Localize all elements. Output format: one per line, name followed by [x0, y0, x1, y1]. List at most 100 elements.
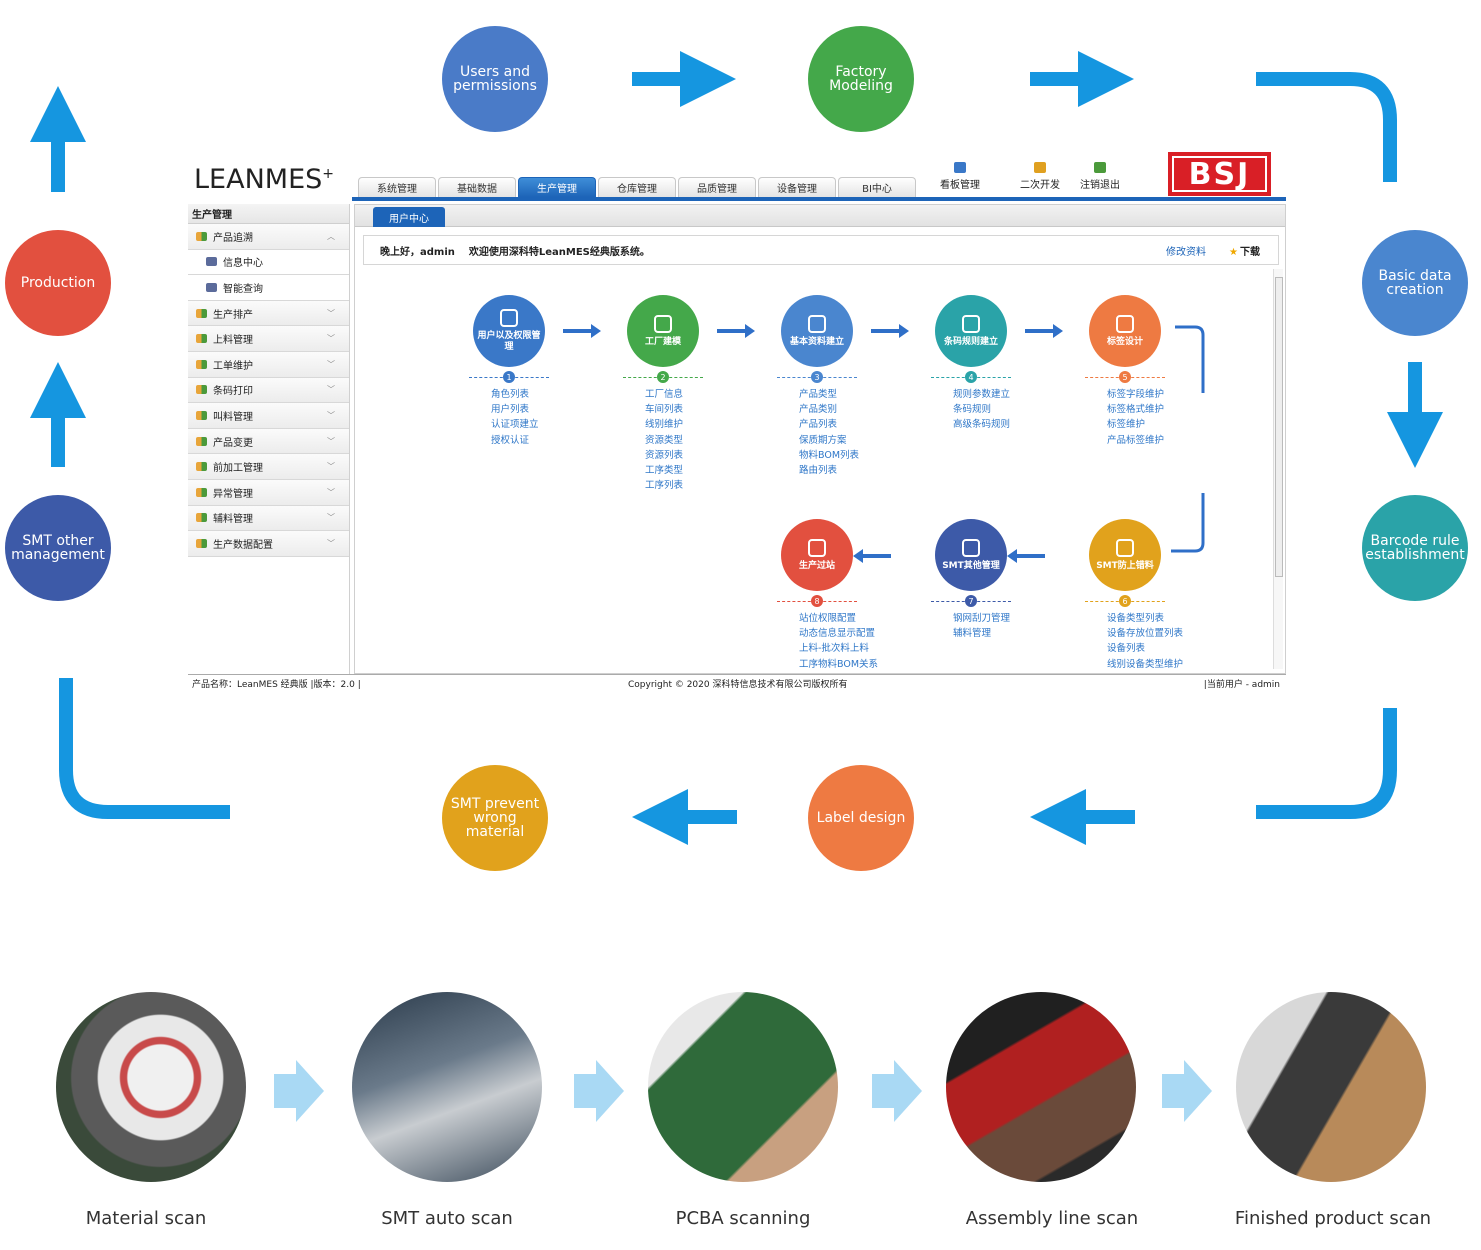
scrollbar-thumb[interactable]	[1275, 277, 1283, 577]
star-icon: ★	[1229, 246, 1238, 258]
node-link[interactable]: 资源列表	[645, 449, 684, 461]
node-link[interactable]: 上料-批次料上料	[799, 643, 869, 655]
sidebar-item-10[interactable]: 异常管理﹀	[188, 479, 349, 506]
scan-label-smt: SMT auto scan	[381, 1208, 513, 1229]
tab-4[interactable]: 品质管理	[678, 177, 756, 197]
chevron-icon: ﹀	[327, 308, 335, 318]
process-node-8[interactable]: 生产过站	[781, 519, 853, 591]
tool-develop[interactable]: 二次开发	[1020, 162, 1060, 191]
node-link[interactable]: 车间列表	[645, 404, 684, 416]
process-node-3[interactable]: 基本资料建立	[781, 295, 853, 367]
scan-photo-material	[56, 992, 246, 1182]
node-title: 工厂建模	[644, 336, 681, 347]
process-node-7[interactable]: SMT其他管理	[935, 519, 1007, 591]
sidebar-item-1[interactable]: 信息中心	[188, 249, 349, 276]
sidebar-item-label: 智能查询	[223, 283, 263, 295]
content-scrollbar[interactable]	[1273, 269, 1283, 669]
modules-icon	[196, 462, 207, 472]
node-link[interactable]: 用户列表	[491, 404, 530, 416]
node-icon	[500, 309, 518, 327]
node-link[interactable]: 线别设备类型维护	[1107, 658, 1184, 670]
process-node-2[interactable]: 工厂建模	[627, 295, 699, 367]
node-link-list: 标签字段维护标签格式维护标签维护产品标签维护	[1107, 387, 1164, 448]
node-link[interactable]: 路由列表	[799, 465, 838, 477]
edit-profile-link[interactable]: 修改资料	[1166, 246, 1206, 258]
node-link[interactable]: 条码规则	[953, 404, 992, 416]
welcome-text: 欢迎使用深科特LeanMES经典版系统。	[468, 246, 650, 258]
status-bar: 产品名称：LeanMES 经典版 |版本：2.0 | Copyright © 2…	[188, 674, 1286, 692]
node-number-badge: 6	[1119, 595, 1131, 607]
node-link[interactable]: 产品列表	[799, 419, 838, 431]
sidebar-item-3[interactable]: 生产排产﹀	[188, 300, 349, 327]
node-link[interactable]: 物料BOM列表	[799, 449, 860, 461]
content-arrows	[563, 324, 1205, 563]
node-number-badge: 4	[965, 371, 977, 383]
sidebar-item-5[interactable]: 工单维护﹀	[188, 351, 349, 378]
process-node-1[interactable]: 用户以及权限管理	[473, 295, 545, 367]
node-link[interactable]: 工序物料BOM关系	[799, 658, 879, 670]
chevron-icon: ﹀	[327, 359, 335, 369]
node-number-badge: 3	[811, 371, 823, 383]
node-link[interactable]: 动态信息显示配置	[799, 628, 876, 640]
sidebar-item-11[interactable]: 辅料管理﹀	[188, 505, 349, 532]
node-link[interactable]: 规则参数建立	[953, 389, 1011, 400]
flow-label: Users and permissions	[453, 64, 537, 94]
tab-2[interactable]: 生产管理	[518, 177, 596, 197]
node-link[interactable]: 站位权限配置	[799, 613, 857, 624]
node-link[interactable]: 标签字段维护	[1107, 389, 1165, 400]
scan-photo-assembly	[946, 992, 1136, 1182]
node-link[interactable]: 工序列表	[645, 480, 684, 492]
sidebar-item-4[interactable]: 上料管理﹀	[188, 326, 349, 352]
tab-user-center[interactable]: 用户中心	[373, 207, 445, 227]
process-node-5[interactable]: 标签设计	[1089, 295, 1161, 367]
tool-label: 二次开发	[1020, 180, 1060, 191]
welcome-bar: 晚上好，admin 欢迎使用深科特LeanMES经典版系统。 修改资料 ★下载	[363, 235, 1279, 265]
node-link[interactable]: 认证项建立	[491, 419, 539, 431]
sidebar-item-8[interactable]: 产品变更﹀	[188, 428, 349, 455]
node-link[interactable]: 产品类别	[799, 404, 838, 416]
sidebar-item-7[interactable]: 叫料管理﹀	[188, 403, 349, 429]
sidebar-item-6[interactable]: 条码打印﹀	[188, 377, 349, 404]
node-link[interactable]: 产品类型	[799, 389, 838, 400]
node-link[interactable]: 产品标签维护	[1107, 434, 1165, 446]
flow-label: Production	[20, 275, 96, 291]
node-link[interactable]: 辅料管理	[953, 628, 992, 640]
nav-underline	[352, 197, 1286, 201]
tab-6[interactable]: BI中心	[838, 177, 916, 197]
node-link[interactable]: 资源类型	[645, 434, 684, 446]
sidebar-item-label: 前加工管理	[213, 463, 263, 475]
node-link[interactable]: 工厂信息	[645, 389, 684, 400]
tab-0[interactable]: 系统管理	[358, 177, 436, 197]
node-link[interactable]: 设备列表	[1107, 643, 1146, 655]
sidebar-item-12[interactable]: 生产数据配置﹀	[188, 531, 349, 557]
scan-label-pcba: PCBA scanning	[675, 1208, 811, 1229]
sidebar-item-0[interactable]: 产品追溯︿	[188, 224, 349, 250]
node-icon	[808, 538, 826, 557]
modules-icon	[196, 487, 207, 497]
node-link[interactable]: 设备存放位置列表	[1107, 628, 1184, 640]
sidebar-item-2[interactable]: 智能查询	[188, 275, 349, 301]
node-link[interactable]: 标签维护	[1107, 419, 1146, 431]
node-link[interactable]: 角色列表	[491, 389, 530, 400]
tool-logout[interactable]: 注销退出	[1080, 162, 1120, 191]
tool-kanban[interactable]: 看板管理	[940, 162, 980, 191]
process-node-6[interactable]: SMT防上错料	[1089, 519, 1161, 591]
node-link[interactable]: 钢网刮刀管理	[953, 613, 1011, 624]
tab-1[interactable]: 基础数据	[438, 177, 516, 197]
tab-3[interactable]: 仓库管理	[598, 177, 676, 197]
kanban-icon	[954, 162, 966, 173]
node-title: 条码规则建立	[943, 336, 998, 347]
sidebar-item-9[interactable]: 前加工管理﹀	[188, 454, 349, 480]
process-node-4[interactable]: 条码规则建立	[935, 295, 1007, 367]
node-link[interactable]: 工序类型	[645, 465, 684, 477]
node-link[interactable]: 线别维护	[645, 419, 684, 431]
node-link[interactable]: 设备类型列表	[1107, 613, 1165, 624]
node-link[interactable]: 高级条码规则	[953, 419, 1011, 431]
download-button[interactable]: ★下载	[1229, 243, 1260, 258]
node-link[interactable]: 授权认证	[491, 434, 530, 446]
node-link[interactable]: 标签格式维护	[1107, 404, 1165, 416]
modules-icon	[196, 308, 207, 318]
node-link[interactable]: 保质期方案	[799, 434, 847, 446]
tab-5[interactable]: 设备管理	[758, 177, 836, 197]
